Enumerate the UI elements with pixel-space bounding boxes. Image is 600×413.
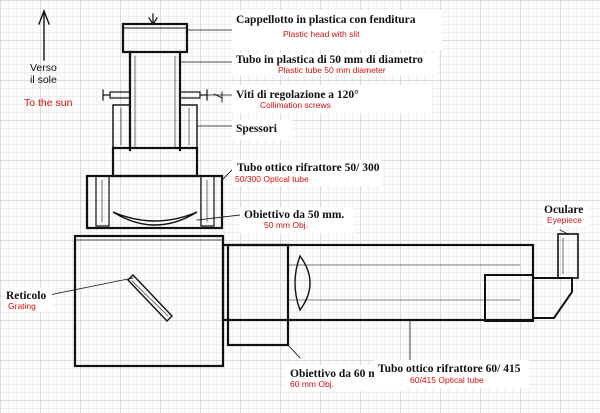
- tube50-label-box: [232, 53, 437, 75]
- spacers-label-it: Spessori: [236, 123, 277, 135]
- leader-lines: [43, 29, 569, 366]
- plastic-head: [121, 13, 189, 54]
- head-label-en: Plastic head with slit: [283, 29, 360, 39]
- obj60-label-it: Obiettivo da 60 mm.: [290, 368, 391, 380]
- collimation-screws: [102, 89, 223, 103]
- sun-arrow-icon: [38, 9, 50, 61]
- tube50-label-en: Plastic tube 50 mm diameter: [278, 65, 386, 75]
- optical60-label-box: [374, 360, 529, 388]
- head-label-box: [232, 10, 442, 50]
- optical60-label-en: 60/415 Optical tube: [410, 375, 484, 385]
- ocular-label-box: [542, 202, 588, 226]
- slit-arrow-icon: [148, 17, 158, 26]
- obj50-label-it: Obiettivo da 50 mm.: [244, 209, 345, 221]
- ocular-label-it: Oculare: [544, 204, 584, 216]
- obj60-label-en: 60 mm Obj.: [290, 379, 334, 389]
- screws-label-it: Viti di regolazione a 120°: [236, 89, 359, 101]
- screws-label-en: Collimation screws: [260, 100, 331, 110]
- obj50-label-en: 50 mm Obj.: [264, 220, 308, 230]
- objective-60mm: [294, 254, 311, 312]
- grating-label-box: [4, 288, 52, 312]
- to-the-sun-label-en: To the sun: [24, 97, 73, 109]
- tube50-label-it: Tubo in plastica di 50 mm di diametro: [236, 54, 423, 66]
- head-label-it: Cappellotto in plastica con fenditura: [236, 14, 416, 26]
- plastic-tube-50mm: [128, 50, 182, 152]
- main-box: [73, 234, 225, 368]
- grating-label-en: Grating: [8, 301, 36, 311]
- spacers-label-box: [232, 120, 292, 140]
- optical60-label-it: Tubo ottico rifrattore 60/ 415: [378, 363, 521, 375]
- eyepiece-assembly: [484, 233, 579, 322]
- optical50-label-en: 50/300 Optical tube: [235, 174, 309, 184]
- objective-50mm: [112, 211, 198, 226]
- spacers: [112, 104, 198, 149]
- optical50-label-box: [232, 160, 382, 186]
- grating-label-it: Reticolo: [6, 290, 47, 302]
- optical50-label-it: Tubo ottico rifrattore 50/ 300: [237, 162, 380, 174]
- ocular-label-en: Eyepiece: [547, 215, 582, 225]
- optical-tube-50-300: [85, 146, 224, 230]
- screws-label-box: [232, 85, 432, 113]
- optical-tube-60-415: [221, 243, 535, 347]
- obj50-label-box: [240, 207, 354, 233]
- grating: [127, 273, 173, 323]
